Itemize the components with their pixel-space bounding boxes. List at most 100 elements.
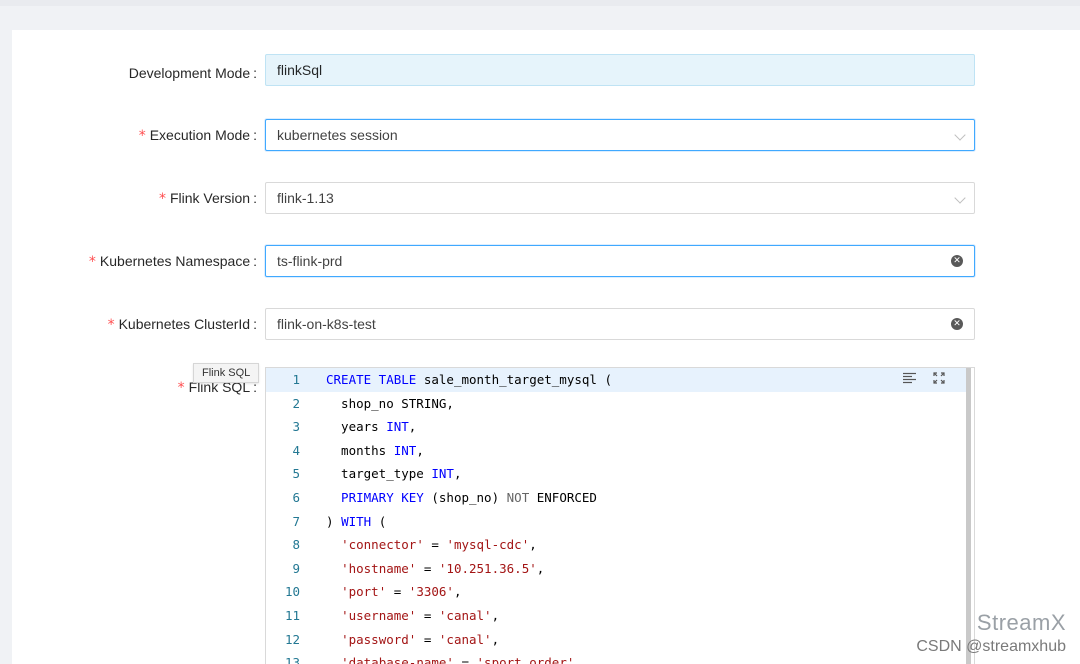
code-token: 'mysql-cdc' (446, 537, 530, 553)
chevron-down-icon (954, 129, 966, 141)
watermark-brand: StreamX (976, 610, 1066, 635)
execution-mode-select[interactable]: kubernetes session (265, 119, 975, 151)
code-token: = (416, 608, 439, 623)
editor-scrollbar[interactable] (966, 368, 971, 664)
flink-version-label: *Flink Version: (158, 190, 257, 207)
code-token: , (574, 655, 582, 664)
execution-mode-value: kubernetes session (277, 127, 398, 143)
code-token: '10.251.36.5' (438, 560, 537, 576)
kubernetes-namespace-value: ts-flink-prd (277, 253, 343, 269)
code-token (326, 537, 341, 552)
kubernetes-clusterid-value: flink-on-k8s-test (277, 316, 376, 332)
code-token: 'hostname' (341, 560, 417, 576)
code-line[interactable]: 3 years INT, (266, 415, 966, 439)
line-number: 7 (292, 513, 300, 529)
top-bar (0, 0, 1080, 6)
line-number-gutter (266, 368, 318, 664)
code-token: 'canal' (438, 631, 492, 647)
code-line[interactable]: 4 months INT, (266, 439, 966, 463)
code-line[interactable]: 1 CREATE TABLE sale_month_target_mysql ( (266, 368, 966, 392)
code-line[interactable]: 10 'port' = '3306', (266, 580, 966, 604)
code-line[interactable]: 12 'password' = 'canal', (266, 628, 966, 652)
flink-version-value: flink-1.13 (277, 190, 334, 206)
code-token: 'port' (341, 584, 387, 600)
code-token: 'connector' (341, 537, 424, 553)
code-token: shop_no STRING, (326, 395, 454, 411)
line-number: 11 (284, 608, 300, 623)
code-token: , (529, 537, 537, 553)
code-token: = (423, 537, 447, 553)
kubernetes-namespace-label: *Kubernetes Namespace: (88, 253, 257, 270)
code-line[interactable]: 8 'connector' = 'mysql-cdc', (266, 533, 966, 557)
code-text: PRIMARY KEY (shop_no) NOT ENFORCED (326, 486, 597, 510)
code-token: = (416, 631, 439, 647)
code-text: 'username' = 'canal', (326, 604, 499, 628)
kubernetes-namespace-input[interactable]: ts-flink-prd ✕ (265, 245, 975, 277)
code-token (326, 608, 341, 623)
code-token: ENFORCED (529, 490, 597, 505)
flink-sql-label: *Flink SQL: (177, 379, 257, 396)
code-token: , (491, 631, 500, 647)
code-token (326, 655, 341, 664)
clear-icon[interactable]: ✕ (951, 318, 963, 330)
code-token (326, 584, 341, 599)
kubernetes-clusterid-input[interactable]: flink-on-k8s-test ✕ (265, 308, 975, 340)
format-icon[interactable] (902, 372, 916, 386)
code-line[interactable]: 13 'database-name' = 'sport_order', (266, 651, 966, 664)
code-line[interactable]: 9 'hostname' = '10.251.36.5', (266, 557, 966, 581)
code-text: 'database-name' = 'sport_order', (326, 651, 582, 664)
code-token: 'canal' (438, 608, 492, 623)
code-token: 'username' (341, 608, 417, 623)
execution-mode-label: *Execution Mode: (138, 127, 257, 144)
line-number: 13 (284, 655, 300, 664)
code-line[interactable]: 5 target_type INT, (266, 462, 966, 486)
line-number: 3 (292, 419, 300, 435)
code-token: INT (431, 466, 454, 482)
code-text: years INT, (326, 415, 416, 439)
watermark: StreamX CSDN @streamxhub (916, 610, 1066, 656)
flink-version-select[interactable]: flink-1.13 (265, 182, 975, 214)
code-token: , (408, 419, 417, 435)
code-text: shop_no STRING, (326, 392, 454, 416)
code-token: 'database-name' (341, 655, 454, 664)
code-text: 'connector' = 'mysql-cdc', (326, 533, 537, 557)
code-token: NOT (506, 490, 530, 505)
code-token: ) (326, 513, 342, 529)
code-token: INT (393, 442, 417, 458)
code-token: 'sport_order' (476, 655, 575, 664)
line-number: 2 (292, 395, 300, 411)
line-number: 1 (292, 372, 300, 387)
development-mode-field: flinkSql (265, 54, 975, 86)
code-token: '3306' (408, 584, 454, 600)
flink-sql-tooltip: Flink SQL (193, 363, 260, 383)
code-text: ) WITH ( (326, 510, 386, 534)
code-line[interactable]: 6 PRIMARY KEY (shop_no) NOT ENFORCED (266, 486, 966, 510)
code-token: , (416, 442, 424, 458)
code-text: 'port' = '3306', (326, 580, 461, 604)
code-line[interactable]: 2 shop_no STRING, (266, 392, 966, 416)
line-number: 4 (292, 442, 300, 458)
line-number: 12 (284, 631, 300, 647)
line-number: 8 (292, 537, 300, 553)
line-number: 9 (292, 560, 300, 576)
code-token: sale_month_target_mysql ( (416, 372, 612, 387)
line-number: 5 (292, 466, 300, 482)
code-token: months (326, 442, 394, 458)
code-token: = (416, 560, 439, 576)
fullscreen-icon[interactable] (932, 372, 946, 386)
code-token: , (536, 560, 545, 576)
code-line[interactable]: 7 ) WITH ( (266, 510, 966, 534)
clear-icon[interactable]: ✕ (951, 255, 963, 267)
code-line[interactable]: 11 'username' = 'canal', (266, 604, 966, 628)
code-token: = (386, 584, 409, 600)
code-token (326, 632, 341, 647)
code-text: 'hostname' = '10.251.36.5', (326, 557, 544, 581)
code-text: CREATE TABLE sale_month_target_mysql ( (326, 368, 612, 392)
code-token: CREATE TABLE (326, 372, 417, 387)
code-token (326, 561, 341, 576)
code-token: , (453, 584, 462, 600)
code-token: , (453, 466, 462, 482)
code-token: target_type (326, 466, 432, 482)
code-token: 'password' (341, 631, 417, 647)
